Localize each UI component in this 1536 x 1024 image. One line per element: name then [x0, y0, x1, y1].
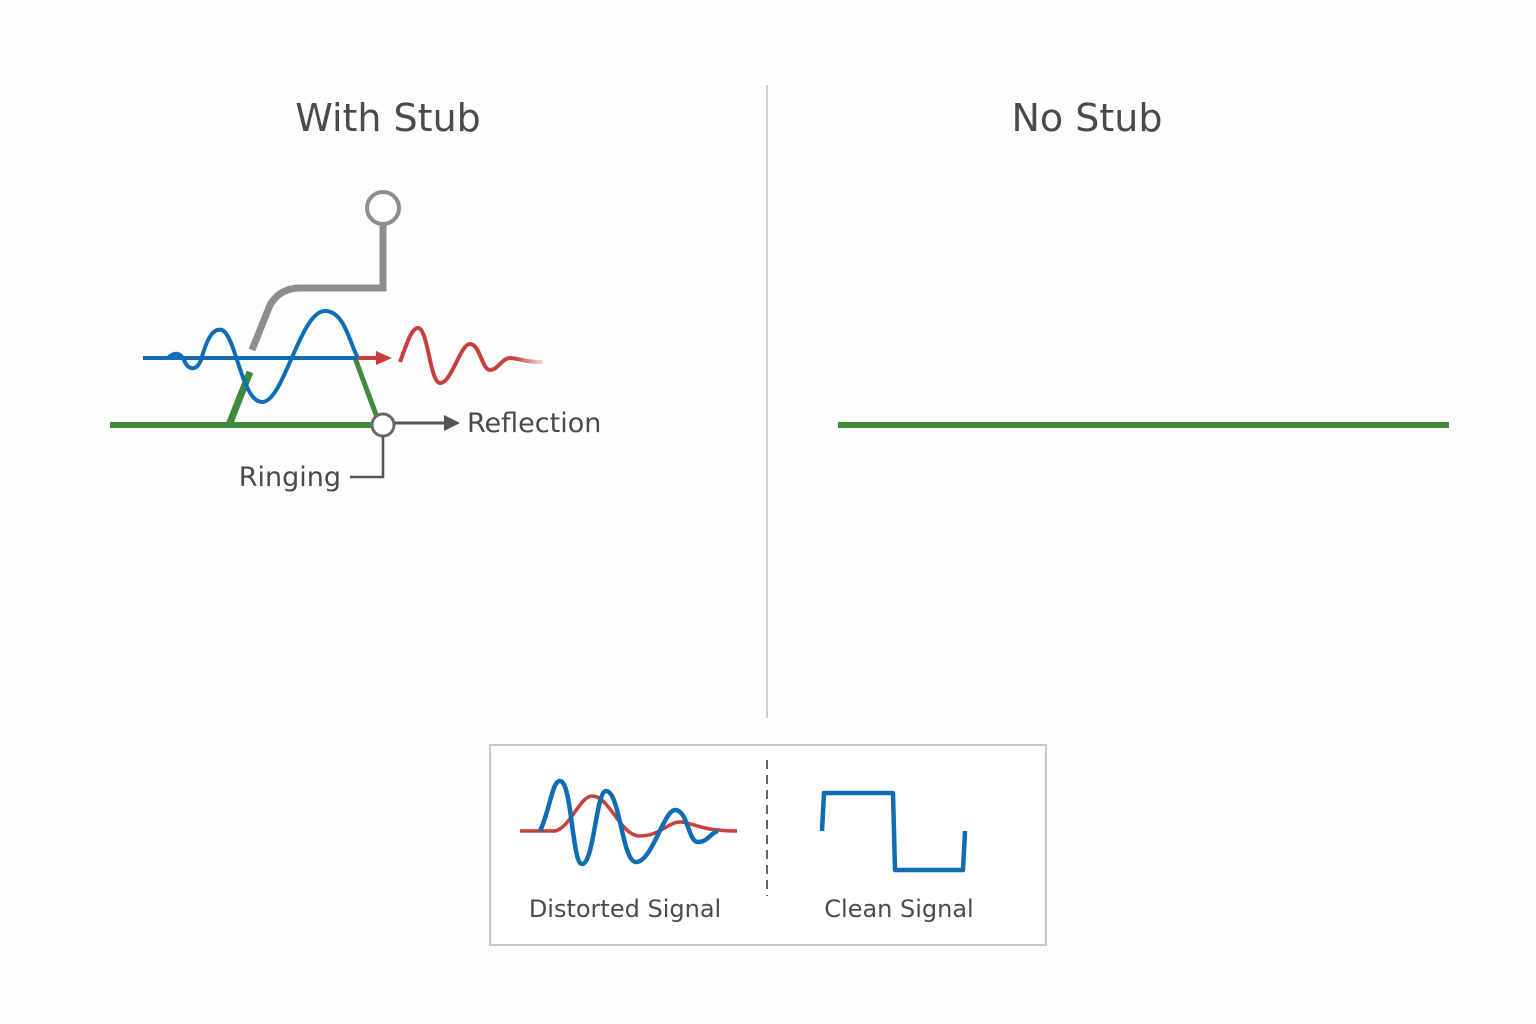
distorted-signal-label: Distorted Signal [529, 895, 721, 923]
ringing-waveform [143, 308, 360, 405]
reflected-waveform [398, 325, 544, 386]
with-stub-diagram: Reflection Ringing [110, 190, 697, 493]
ringing-label: Ringing [239, 462, 341, 493]
clean-signal-label: Clean Signal [824, 895, 973, 923]
ringing-leader-line [350, 436, 385, 479]
reflection-label: Reflection [467, 408, 601, 439]
via-trace-left [225, 370, 254, 427]
clean-square-waveform [819, 790, 968, 873]
legend: Distorted Signal Clean Signal [489, 744, 1047, 946]
with-stub-title: With Stub [295, 96, 481, 140]
no-stub-title: No Stub [1012, 96, 1163, 140]
reflection-pointer-arrow-icon [444, 415, 460, 431]
via-trace-right [352, 357, 381, 421]
stub-end-pad [365, 190, 401, 226]
stub-trace [248, 224, 387, 352]
reflection-arrow-head [376, 351, 392, 365]
distorted-blue-waveform [537, 778, 719, 867]
junction-node [370, 412, 396, 438]
